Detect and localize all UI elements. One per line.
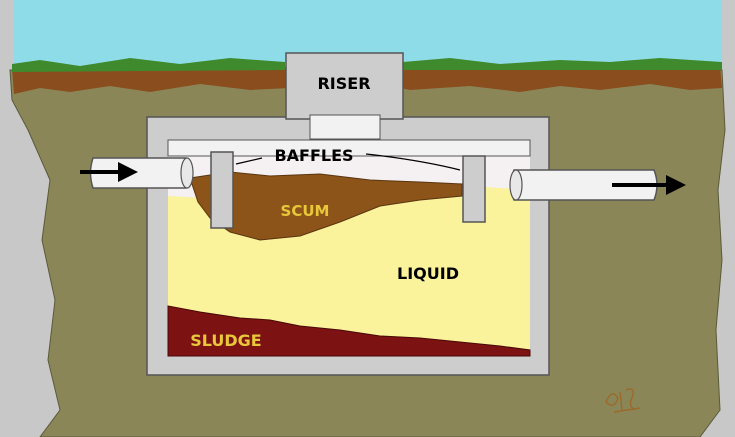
- sky: [14, 0, 722, 68]
- tank-lid: [167, 139, 531, 157]
- riser: [285, 52, 404, 120]
- outlet-baffle: [462, 155, 486, 223]
- sludge-label: SLUDGE: [190, 331, 261, 350]
- riser-opening: [309, 114, 381, 140]
- liquid-label: LIQUID: [397, 264, 459, 283]
- outlet-pipe-mouth: [509, 169, 523, 201]
- grass: [12, 58, 722, 72]
- baffles-leader-right: [365, 153, 461, 171]
- baffles-label: BAFFLES: [274, 146, 353, 165]
- scum-label: SCUM: [281, 202, 330, 220]
- baffles-leader-left: [235, 157, 263, 165]
- inlet-baffle: [210, 151, 234, 229]
- sludge: [167, 305, 531, 357]
- inlet-pipe-mouth: [180, 157, 194, 189]
- signature-mark: [605, 388, 641, 413]
- riser-label: RISER: [317, 74, 370, 93]
